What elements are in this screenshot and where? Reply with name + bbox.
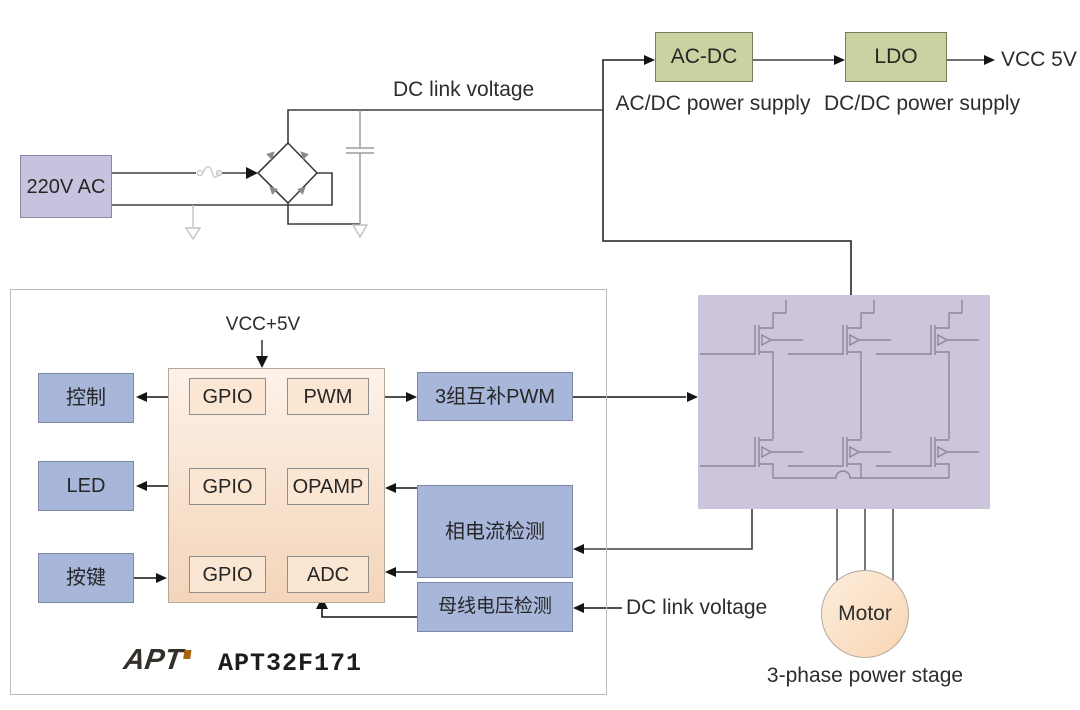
dc-link-trunk-wire bbox=[602, 59, 852, 295]
ldo-label: LDO bbox=[874, 45, 918, 69]
mosfet-icon bbox=[700, 300, 803, 439]
apt-logo-accent bbox=[183, 649, 192, 659]
mcu-module-gpio-mid: GPIO bbox=[189, 468, 266, 505]
apt-logo: APT bbox=[122, 644, 193, 677]
ground-icon-ac bbox=[184, 205, 202, 241]
phase-current-wire bbox=[573, 509, 753, 554]
module-label: PWM bbox=[303, 385, 353, 408]
module-label: OPAMP bbox=[292, 475, 364, 498]
arrowhead bbox=[834, 55, 845, 65]
module-label: GPIO bbox=[202, 563, 253, 586]
bridge-rectifier-icon bbox=[256, 141, 319, 205]
phase-wires bbox=[836, 509, 894, 583]
mcu-module-gpio-bottom: GPIO bbox=[189, 556, 266, 593]
acdc-caption: AC/DC power supply bbox=[615, 92, 811, 115]
io-box-keys: 按键 bbox=[38, 553, 134, 603]
mosfet-icon bbox=[876, 300, 979, 439]
arrowhead bbox=[246, 167, 258, 179]
io-box-control: 控制 bbox=[38, 373, 134, 423]
arrowhead bbox=[644, 55, 655, 65]
acdc-box: AC-DC bbox=[655, 32, 753, 82]
ac-input-wires bbox=[112, 172, 333, 206]
mosfet-icon bbox=[700, 437, 803, 478]
motor-circle: Motor bbox=[821, 570, 909, 658]
ac-source-box: 220V AC bbox=[20, 155, 112, 218]
mcu-left-arrows bbox=[134, 392, 168, 583]
mcu-module-pwm: PWM bbox=[287, 378, 369, 415]
bottom-rail-wire bbox=[773, 470, 949, 479]
module-label: ADC bbox=[306, 563, 350, 586]
mcu-module-opamp: OPAMP bbox=[287, 468, 369, 505]
io-label: 3组互补PWM bbox=[435, 385, 555, 408]
ldo-box: LDO bbox=[845, 32, 947, 82]
io-box-phase-current: 相电流检测 bbox=[417, 485, 573, 578]
fuse-icon bbox=[196, 166, 223, 178]
pwm-out-arrows bbox=[385, 392, 698, 402]
io-box-pwm-out: 3组互补PWM bbox=[417, 372, 573, 421]
ground-icon-cap bbox=[351, 224, 369, 239]
vcc-5v-out-label: VCC 5V bbox=[1001, 48, 1077, 71]
mcu-module-adc: ADC bbox=[287, 556, 369, 593]
io-label: 相电流检测 bbox=[445, 520, 545, 543]
mcu-board-container bbox=[10, 289, 607, 695]
io-box-bus-voltage: 母线电压检测 bbox=[417, 582, 573, 632]
io-label: LED bbox=[66, 475, 106, 497]
ac-source-label: 220V AC bbox=[26, 175, 106, 198]
vcc-5v-in-label: VCC+5V bbox=[225, 314, 301, 335]
feedback-arrows bbox=[316, 483, 417, 618]
power-stage-box bbox=[698, 295, 990, 509]
vcc-down-arrow bbox=[256, 340, 268, 368]
module-label: GPIO bbox=[202, 385, 253, 408]
dc-link-wire bbox=[287, 109, 603, 225]
inverter-bridge bbox=[700, 300, 979, 479]
dc-link-voltage-label-right: DC link voltage bbox=[626, 596, 768, 619]
ldo-caption: DC/DC power supply bbox=[824, 92, 1021, 115]
apt-part-number: APT32F171 bbox=[218, 649, 363, 678]
mcu-module-gpio-top: GPIO bbox=[189, 378, 266, 415]
mosfet-icon bbox=[788, 300, 891, 439]
power-stage-caption: 3-phase power stage bbox=[766, 664, 964, 687]
motor-label: Motor bbox=[838, 602, 892, 625]
io-box-led: LED bbox=[38, 461, 134, 511]
acdc-label: AC-DC bbox=[670, 45, 738, 69]
apt-logo-text: APT bbox=[121, 644, 185, 676]
io-label: 控制 bbox=[66, 387, 106, 409]
module-label: GPIO bbox=[202, 475, 253, 498]
arrowhead bbox=[984, 55, 995, 65]
mosfet-icon bbox=[876, 437, 979, 478]
dc-link-voltage-label-top: DC link voltage bbox=[393, 78, 535, 101]
capacitor-icon bbox=[346, 110, 374, 224]
mosfet-icon bbox=[788, 437, 891, 478]
dc-link-right-arrow bbox=[573, 603, 622, 613]
io-label: 按键 bbox=[66, 567, 106, 589]
io-label: 母线电压检测 bbox=[437, 595, 552, 617]
